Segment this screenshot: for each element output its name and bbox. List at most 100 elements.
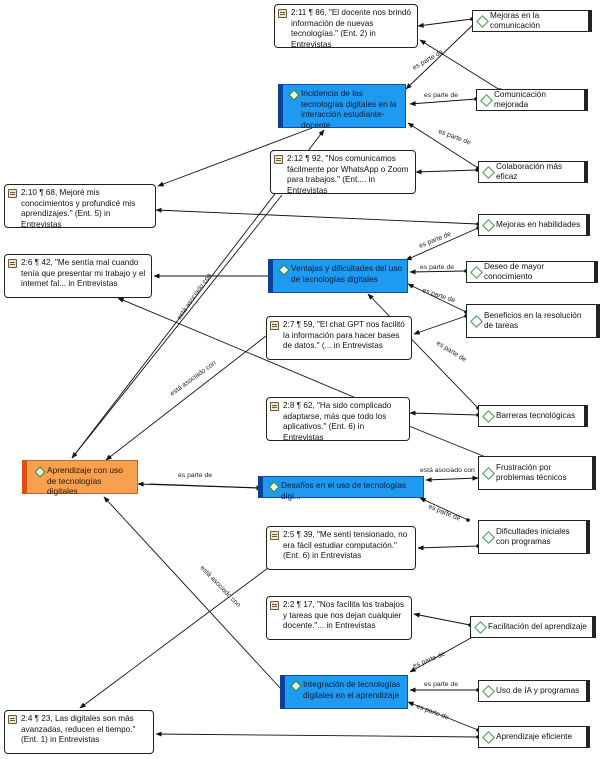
group-incidencia-label: Incidencia de las tecnologías digitales … <box>301 88 397 130</box>
code-diamond-icon <box>482 731 495 744</box>
quote-text: 2:6 ¶ 42, "Me sentía mal cuando tenía qu… <box>21 258 146 288</box>
label-es-parte-2: es parte de <box>424 92 458 99</box>
label-asociado-4: está asociado con <box>199 565 242 609</box>
label-es-parte-11: es parte de <box>424 681 458 688</box>
code-label: Beneficios en la resolución de tareas <box>484 310 582 331</box>
code-barreras[interactable]: Barreras tecnológicas <box>478 405 588 427</box>
quotation-icon <box>278 9 287 18</box>
root-aprendizaje[interactable]: Aprendizaje con uso de tecnologías digit… <box>22 460 138 496</box>
link-barreras-to-q62 <box>409 410 480 417</box>
quotation-icon <box>8 259 17 268</box>
code-diamond-icon <box>268 481 280 493</box>
quote-text: 2:7 ¶ 59, "El chat GPT nos facilitó la i… <box>283 320 405 350</box>
quote-text: 2:11 ¶ 86, "El docente nos brindó inform… <box>291 8 412 49</box>
code-diamond-icon <box>290 680 302 692</box>
code-diamond-icon <box>34 466 46 478</box>
quotation-icon <box>270 402 279 411</box>
link-dificultades-to-q39 <box>417 544 480 551</box>
code-label: Colaboración más eficaz <box>496 161 562 182</box>
label-asociado-1: está asociado con <box>176 272 213 321</box>
code-mejoras-comunicacion[interactable]: Mejoras en la comunicación <box>472 10 592 32</box>
code-dificultades[interactable]: Dificultades iniciales con programas <box>478 520 590 554</box>
quote-42[interactable]: 2:6 ¶ 42, "Me sentía mal cuando tenía qu… <box>4 254 152 298</box>
code-diamond-icon <box>470 266 483 279</box>
code-diamond-icon <box>474 621 487 634</box>
link-dificultades-to-desafios <box>419 497 470 522</box>
quote-text: 2:2 ¶ 17, "Nos facilita los trabajos y t… <box>283 600 405 630</box>
quotation-icon <box>270 321 279 330</box>
link-eficiente-to-q23 <box>155 731 480 739</box>
link-q39-to-q23 <box>79 567 269 709</box>
code-diamond-icon <box>482 219 495 232</box>
code-uso-ia[interactable]: Uso de IA y programas <box>478 680 590 702</box>
quote-text: 2:10 ¶ 68, Mejoré mis conocimientos y pr… <box>21 188 136 229</box>
label-es-parte-10: es parte de <box>412 651 446 670</box>
code-deseo-conocimiento[interactable]: Deseo de mayor conocimiento <box>466 261 598 283</box>
quote-86[interactable]: 2:11 ¶ 86, "El docente nos brindó inform… <box>274 4 418 49</box>
quote-68[interactable]: 2:10 ¶ 68, Mejoré mis conocimientos y pr… <box>4 184 156 229</box>
quotation-icon <box>270 601 279 610</box>
code-label: Deseo de mayor conocimiento <box>484 261 545 282</box>
label-es-parte-8: es parte de <box>178 472 212 479</box>
link-frustracion-to-q62 <box>403 423 490 460</box>
link-habilidades-to-q68 <box>155 207 480 226</box>
code-label: Facilitación del aprendizaje <box>488 621 587 631</box>
group-desafios[interactable]: Desafíos en el uso de tecnologías digi..… <box>258 476 424 501</box>
label-es-parte-7: es parte de <box>435 340 468 364</box>
group-integracion[interactable]: Integración de tecnologías digitales en … <box>280 675 408 709</box>
code-diamond-icon <box>480 94 493 107</box>
code-label: Uso de IA y programas <box>496 685 580 695</box>
link-facilitacion-to-integracion <box>409 632 480 673</box>
code-diamond-icon <box>470 315 483 328</box>
label-es-parte-3: es parte de <box>437 128 472 146</box>
code-label: Barreras tecnológicas <box>496 410 576 420</box>
code-diamond-icon <box>482 467 495 480</box>
quotation-icon <box>274 155 283 164</box>
code-diamond-icon <box>288 89 300 101</box>
quotation-icon <box>8 715 17 724</box>
quote-59[interactable]: 2:7 ¶ 59, "El chat GPT nos facilitó la i… <box>266 316 412 360</box>
code-aprendizaje-eficiente[interactable]: Aprendizaje eficiente <box>478 726 590 748</box>
code-label: Mejoras en habilidades <box>496 219 581 229</box>
code-frustracion[interactable]: Frustración por problemas técnicos <box>478 456 596 490</box>
code-label: Aprendizaje eficiente <box>496 731 573 741</box>
link-facilitacion-to-q17 <box>413 612 472 627</box>
group-ventajas-label: Ventajas y dificultades del uso de tecno… <box>291 263 403 284</box>
quote-39[interactable]: 2:5 ¶ 39, "Me sentí tensionado, no era f… <box>266 526 416 570</box>
group-desafios-label: Desafíos en el uso de tecnologías digi..… <box>281 480 406 501</box>
code-diamond-icon <box>482 685 495 698</box>
code-beneficios[interactable]: Beneficios en la resolución de tareas <box>466 304 600 338</box>
link-root-to-desafios <box>149 483 263 491</box>
code-mejoras-habilidades[interactable]: Mejoras en habilidades <box>478 214 590 236</box>
code-label: Comunicación mejorada <box>494 89 546 110</box>
link-integracion-to-root <box>103 496 283 691</box>
label-es-parte-9: es parte de <box>427 503 461 522</box>
quote-62[interactable]: 2:8 ¶ 62, "Ha sido complicado adaptarse,… <box>266 397 410 442</box>
label-es-parte-12: es parte de <box>415 703 450 721</box>
label-asociado-3: está asociado con <box>420 467 475 474</box>
code-facilitacion[interactable]: Facilitación del aprendizaje <box>470 616 596 638</box>
label-es-parte-5: es parte de <box>420 264 454 271</box>
link-deseo-to-ventajas <box>409 269 468 275</box>
quote-text: 2:4 ¶ 23, Las digitales son más avanzada… <box>21 714 136 744</box>
group-ventajas[interactable]: Ventajas y dificultades del uso de tecno… <box>268 259 408 293</box>
link-q62-to-q42 <box>117 297 357 399</box>
code-diamond-icon <box>482 166 495 179</box>
quote-92[interactable]: 2:12 ¶ 92, "Nos comunicamos fácilmente p… <box>270 150 416 195</box>
code-label: Mejoras en la comunicación <box>490 10 541 31</box>
quote-17[interactable]: 2:2 ¶ 17, "Nos facilita los trabajos y t… <box>266 596 412 640</box>
quotation-icon <box>270 531 279 540</box>
link-beneficios-to-q59 <box>413 314 468 335</box>
quote-text: 2:5 ¶ 39, "Me sentí tensionado, no era f… <box>283 530 408 560</box>
quote-text: 2:12 ¶ 92, "Nos comunicamos fácilmente p… <box>287 154 409 195</box>
code-label: Dificultades iniciales con programas <box>496 526 570 547</box>
group-incidencia[interactable]: Incidencia de las tecnologías digitales … <box>278 84 406 130</box>
code-comunicacion-mejorada[interactable]: Comunicación mejorada <box>476 89 588 111</box>
code-label: Frustración por problemas técnicos <box>496 462 567 483</box>
code-colaboracion[interactable]: Colaboración más eficaz <box>478 161 588 183</box>
quote-23[interactable]: 2:4 ¶ 23, Las digitales son más avanzada… <box>4 710 154 754</box>
code-diamond-icon <box>482 531 495 544</box>
link-incidencia-to-q68 <box>157 127 313 187</box>
link-eficiente-to-integracion <box>407 701 480 732</box>
